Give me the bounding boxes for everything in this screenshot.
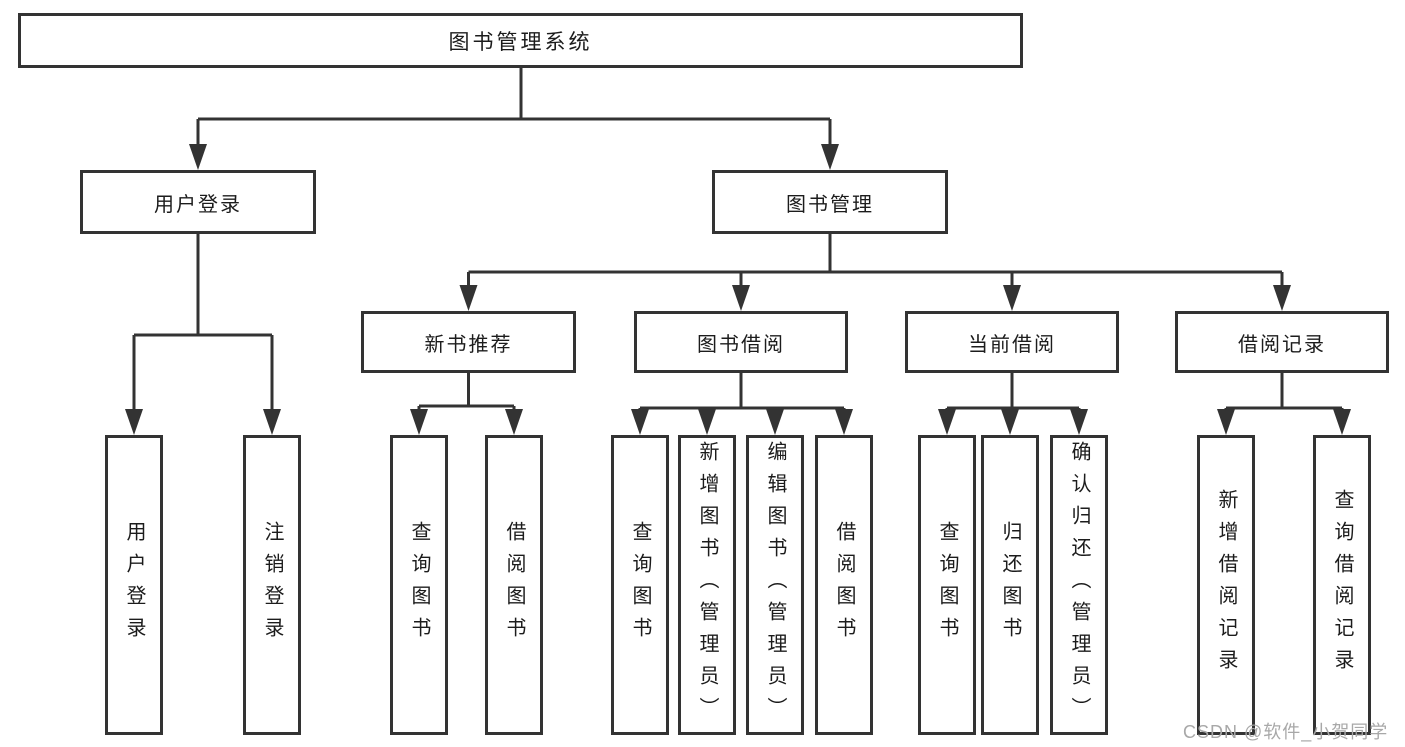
leaf-label: 查询图书: [629, 521, 651, 649]
node-current-borrow: 当前借阅: [905, 311, 1119, 373]
leaf-borrow-books-recommend: 借阅图书: [485, 435, 543, 735]
node-label: 图书管理: [786, 193, 874, 216]
leaf-label: 查询借阅记录: [1331, 489, 1353, 681]
connector-book-borrow: [631, 373, 853, 435]
leaf-label: 编辑图书（管理员）: [764, 441, 786, 729]
node-user-login: 用户登录: [80, 170, 316, 234]
leaf-label: 借阅图书: [833, 521, 855, 649]
node-label: 图书借阅: [697, 333, 785, 356]
leaf-label: 用户登录: [123, 521, 145, 649]
connector-new-book: [410, 373, 523, 435]
node-book-management: 图书管理: [712, 170, 948, 234]
leaf-query-borrow-record: 查询借阅记录: [1313, 435, 1371, 735]
leaf-query-books-current: 查询图书: [918, 435, 976, 735]
leaf-label: 查询图书: [408, 521, 430, 649]
node-label: 借阅记录: [1238, 333, 1326, 356]
leaf-confirm-return-admin: 确认归还（管理员）: [1050, 435, 1108, 735]
connector-borrow-records: [1217, 373, 1351, 435]
leaf-label: 借阅图书: [503, 521, 525, 649]
leaf-label: 确认归还（管理员）: [1068, 441, 1090, 729]
node-borrow-records: 借阅记录: [1175, 311, 1389, 373]
leaf-add-book-admin: 新增图书（管理员）: [678, 435, 736, 735]
node-new-book-recommend: 新书推荐: [361, 311, 576, 373]
leaf-add-borrow-record: 新增借阅记录: [1197, 435, 1255, 735]
leaf-query-books-borrow: 查询图书: [611, 435, 669, 735]
node-label: 新书推荐: [424, 333, 513, 356]
node-label: 当前借阅: [968, 333, 1056, 356]
leaf-label: 新增图书（管理员）: [696, 441, 718, 729]
node-label: 图书管理系统: [448, 30, 593, 54]
leaf-logout: 注销登录: [243, 435, 301, 735]
leaf-user-login: 用户登录: [105, 435, 163, 735]
leaf-label: 注销登录: [261, 521, 283, 649]
leaf-return-book: 归还图书: [981, 435, 1039, 735]
csdn-watermark: CSDN @软件_小贺同学: [1183, 722, 1389, 742]
node-label: 用户登录: [154, 193, 242, 216]
leaf-borrow-books: 借阅图书: [815, 435, 873, 735]
connector-book-management: [459, 234, 1291, 311]
connector-user-login: [125, 234, 281, 435]
connector-current-borrow: [938, 373, 1088, 435]
leaf-label: 归还图书: [999, 521, 1021, 649]
node-library-system: 图书管理系统: [18, 13, 1023, 68]
leaf-query-books-recommend: 查询图书: [390, 435, 448, 735]
connector-root: [189, 68, 839, 170]
node-book-borrow: 图书借阅: [634, 311, 848, 373]
leaf-label: 查询图书: [936, 521, 958, 649]
leaf-label: 新增借阅记录: [1215, 489, 1237, 681]
leaf-edit-book-admin: 编辑图书（管理员）: [746, 435, 804, 735]
